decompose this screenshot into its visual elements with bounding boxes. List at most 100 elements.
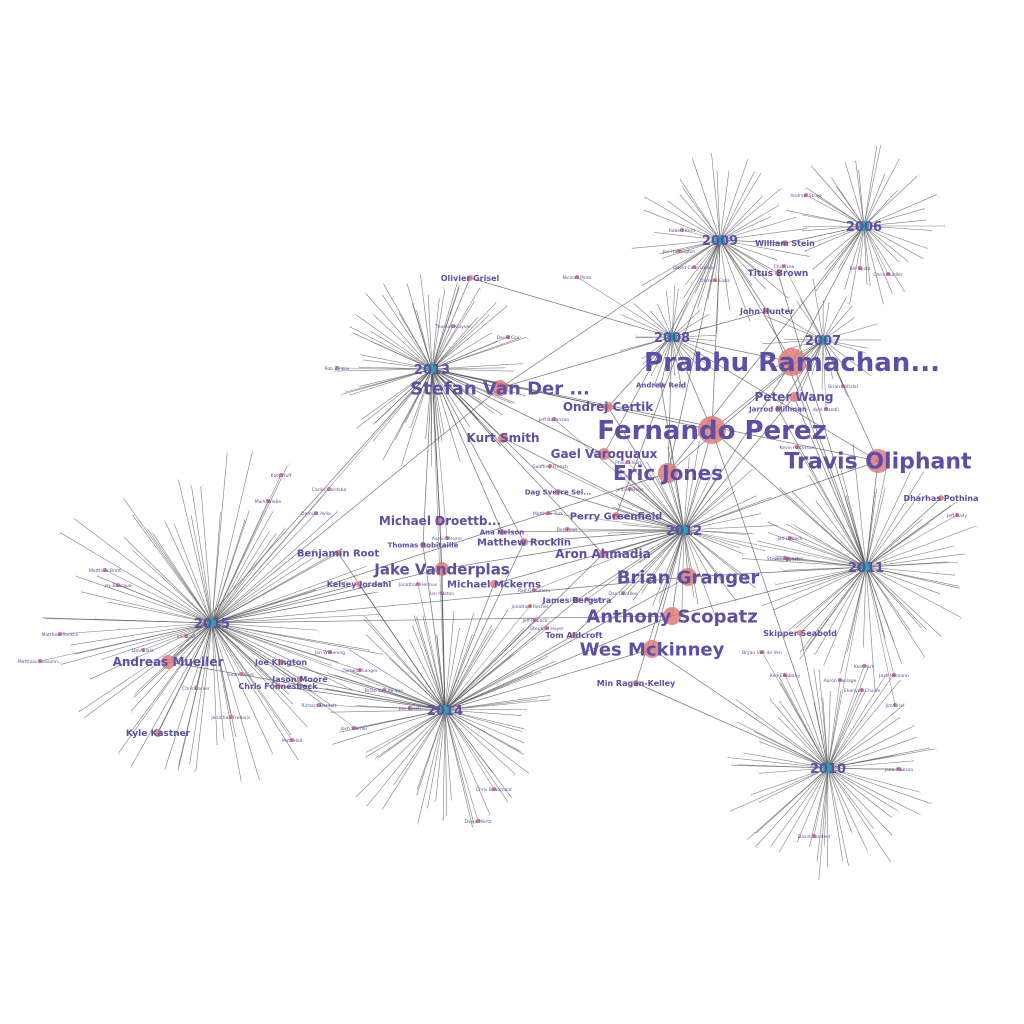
person-node-thomas[interactable]	[420, 542, 426, 548]
person-node-travis[interactable]	[866, 449, 890, 473]
minor-node[interactable]	[862, 664, 866, 668]
minor-node[interactable]	[103, 568, 107, 572]
minor-node[interactable]	[476, 819, 480, 823]
minor-node[interactable]	[886, 272, 890, 276]
year-node-2012[interactable]	[679, 525, 689, 535]
minor-node[interactable]	[760, 650, 764, 654]
minor-node[interactable]	[795, 445, 799, 449]
minor-node[interactable]	[804, 193, 808, 197]
minor-node[interactable]	[892, 673, 896, 677]
minor-node[interactable]	[626, 460, 630, 464]
minor-node[interactable]	[194, 686, 198, 690]
person-node-kyle[interactable]	[154, 729, 162, 737]
person-node-chris[interactable]	[275, 683, 281, 689]
minor-node[interactable]	[532, 588, 536, 592]
person-node-dag[interactable]	[555, 489, 561, 495]
minor-node[interactable]	[382, 688, 386, 692]
minor-node[interactable]	[782, 264, 786, 268]
person-node-jason[interactable]	[297, 676, 303, 682]
minor-node[interactable]	[533, 618, 537, 622]
minor-node[interactable]	[548, 464, 552, 468]
minor-node[interactable]	[860, 688, 864, 692]
person-node-gael[interactable]	[598, 448, 610, 460]
minor-node[interactable]	[58, 632, 62, 636]
person-node-michaeld[interactable]	[435, 516, 445, 526]
person-node-william[interactable]	[782, 240, 788, 246]
year-node-2011[interactable]	[861, 562, 871, 572]
minor-node[interactable]	[546, 511, 550, 515]
minor-node[interactable]	[955, 513, 959, 517]
minor-node[interactable]	[38, 659, 42, 663]
person-node-peter[interactable]	[789, 392, 799, 402]
person-node-jarrod[interactable]	[775, 406, 781, 412]
person-node-matthew[interactable]	[520, 538, 528, 546]
person-node-titus[interactable]	[775, 270, 781, 276]
minor-node[interactable]	[492, 787, 496, 791]
minor-node[interactable]	[713, 278, 717, 282]
person-node-benjamin[interactable]	[335, 550, 341, 556]
minor-node[interactable]	[279, 473, 283, 477]
person-node-fernando[interactable]	[698, 416, 726, 444]
minor-node[interactable]	[239, 672, 243, 676]
minor-node[interactable]	[358, 668, 362, 672]
minor-node[interactable]	[552, 417, 556, 421]
minor-node[interactable]	[506, 335, 510, 339]
person-node-kelsey[interactable]	[356, 581, 362, 587]
minor-node[interactable]	[314, 511, 318, 515]
person-node-anthony[interactable]	[663, 607, 681, 625]
minor-node[interactable]	[327, 487, 331, 491]
person-node-perry[interactable]	[612, 512, 620, 520]
year-node-2013[interactable]	[427, 364, 437, 374]
minor-node[interactable]	[692, 265, 696, 269]
minor-node[interactable]	[141, 648, 145, 652]
minor-node[interactable]	[897, 767, 901, 771]
minor-node[interactable]	[858, 266, 862, 270]
person-node-dharhas[interactable]	[938, 495, 944, 501]
minor-node[interactable]	[893, 703, 897, 707]
minor-node[interactable]	[585, 597, 589, 601]
minor-node[interactable]	[575, 275, 579, 279]
year-node-2009[interactable]	[715, 235, 725, 245]
person-node-jake[interactable]	[435, 562, 449, 576]
minor-node[interactable]	[335, 366, 339, 370]
minor-node[interactable]	[621, 591, 625, 595]
minor-node[interactable]	[416, 582, 420, 586]
minor-node[interactable]	[290, 738, 294, 742]
minor-node[interactable]	[565, 527, 569, 531]
minor-node[interactable]	[788, 536, 792, 540]
year-node-2015[interactable]	[207, 618, 217, 628]
person-node-eric[interactable]	[658, 463, 678, 483]
minor-node[interactable]	[451, 324, 455, 328]
minor-node[interactable]	[184, 634, 188, 638]
person-node-joe[interactable]	[278, 659, 284, 665]
minor-node[interactable]	[317, 703, 321, 707]
minor-node[interactable]	[408, 706, 412, 710]
year-node-2010[interactable]	[823, 763, 833, 773]
minor-node[interactable]	[824, 407, 828, 411]
person-node-ondrej[interactable]	[603, 402, 613, 412]
person-node-james[interactable]	[574, 597, 580, 603]
minor-node[interactable]	[440, 591, 444, 595]
year-node-2014[interactable]	[440, 705, 450, 715]
person-node-prabhu[interactable]	[778, 348, 806, 376]
person-node-brian[interactable]	[679, 568, 697, 586]
minor-node[interactable]	[677, 249, 681, 253]
minor-node[interactable]	[528, 604, 532, 608]
minor-node[interactable]	[352, 726, 356, 730]
person-node-tom[interactable]	[571, 632, 577, 638]
minor-node[interactable]	[838, 678, 842, 682]
minor-node[interactable]	[680, 228, 684, 232]
minor-node[interactable]	[116, 583, 120, 587]
minor-node[interactable]	[628, 487, 632, 491]
person-node-wes[interactable]	[643, 640, 661, 658]
person-node-skipper[interactable]	[797, 630, 803, 636]
person-node-michaelm[interactable]	[490, 580, 498, 588]
person-node-ana[interactable]	[499, 529, 505, 535]
person-node-andreas[interactable]	[161, 655, 175, 669]
minor-node[interactable]	[783, 556, 787, 560]
person-node-aron[interactable]	[599, 550, 607, 558]
minor-node[interactable]	[841, 384, 845, 388]
person-node-stefan[interactable]	[492, 380, 508, 396]
person-node-andrew[interactable]	[658, 382, 664, 388]
minor-node[interactable]	[783, 673, 787, 677]
